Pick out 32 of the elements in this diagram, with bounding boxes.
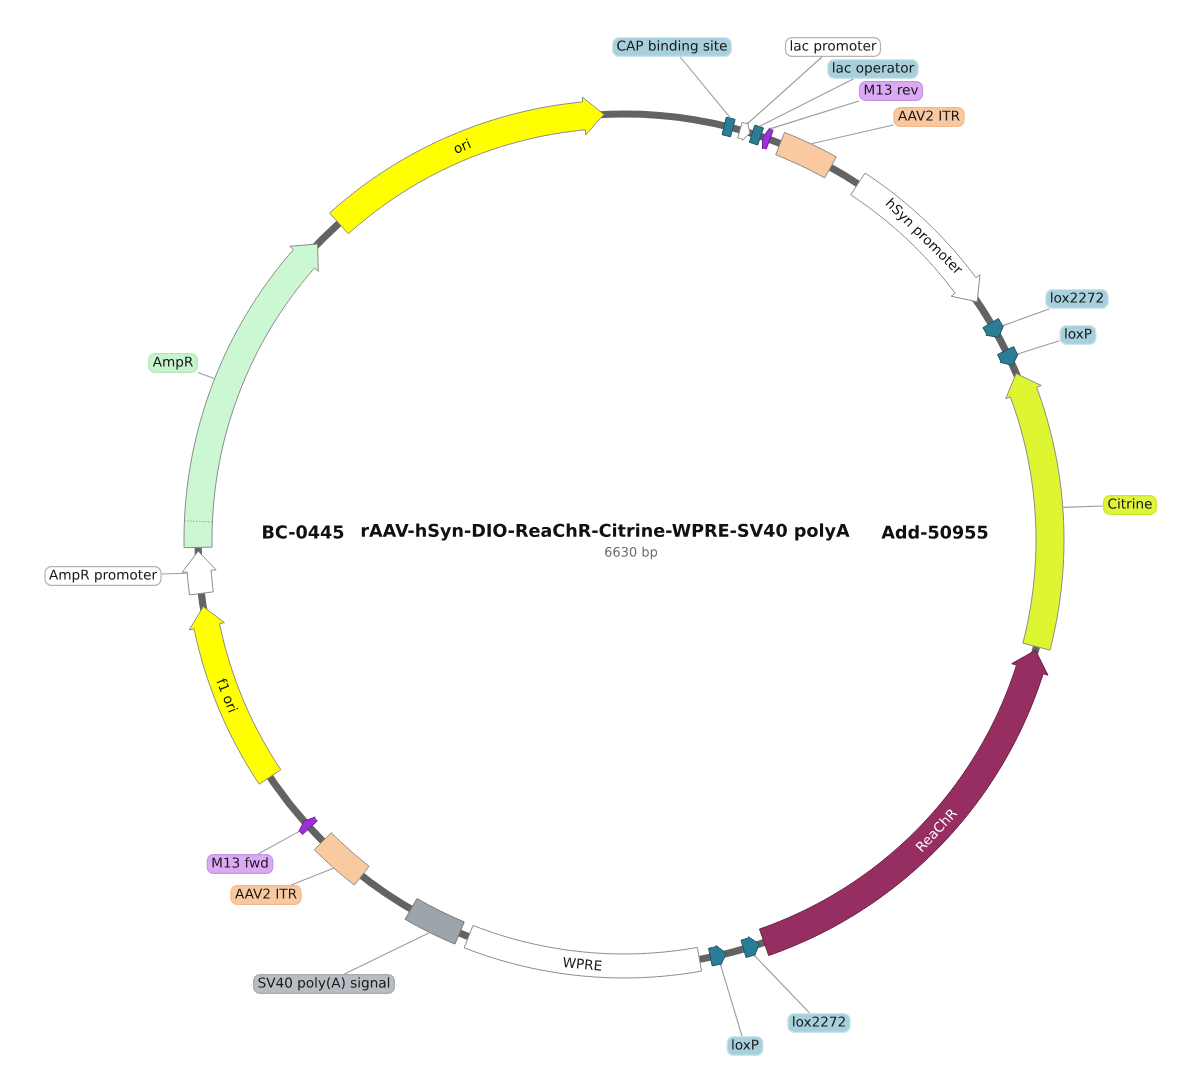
leader-line [769,100,860,130]
feature-box [313,832,370,886]
leader-line [719,964,743,1037]
leader-line [1017,340,1060,355]
feature-band [298,816,318,836]
map-title: rAAV-hSyn-DIO-ReaChR-Citrine-WPRE-SV40 polyA [361,523,850,541]
leader-line [197,371,215,380]
feature-band [997,346,1019,366]
id-label: Add-50955 [881,525,988,539]
feature-band [982,318,1005,338]
feature-band [181,550,217,596]
feature-band [708,944,727,967]
feature-box [404,898,465,945]
leader-line [753,954,810,1014]
leader-line [290,867,334,886]
leader-line [1062,505,1104,508]
id-label: BC-0445 [263,525,344,539]
leader-line [810,124,894,145]
leader-line [747,56,823,125]
leader-line [679,56,731,119]
feature-box [775,131,837,179]
leader-line [257,830,300,855]
feature-band [740,936,760,958]
feature-band [1005,373,1065,651]
leader-line [1002,308,1050,327]
leader-line [759,78,854,127]
feature-band [737,121,751,141]
feature-box [748,124,764,146]
feature-band [761,127,774,150]
leader-line [343,932,430,975]
feature-box [721,116,736,138]
leader-line [161,572,188,575]
